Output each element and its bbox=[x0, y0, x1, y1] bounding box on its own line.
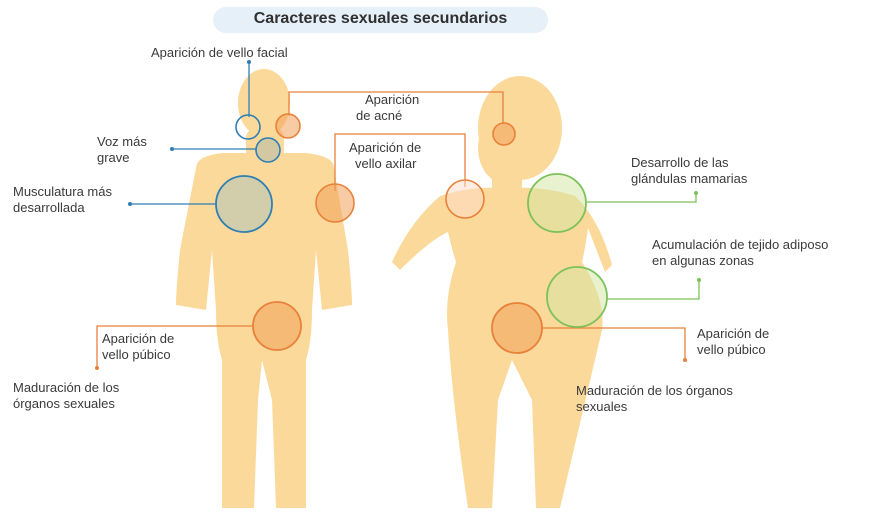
male-throat-circle bbox=[256, 138, 280, 162]
label-female-pubic-line2: vello púbico bbox=[697, 342, 766, 358]
label-adipose-line1: Acumulación de tejido adiposo bbox=[652, 237, 828, 253]
label-male-pubic-line1: Aparición de bbox=[102, 331, 174, 347]
male-face-acne-circle bbox=[276, 114, 300, 138]
female-breast-circle bbox=[528, 174, 586, 232]
label-female-pubic-line1: Aparición de bbox=[697, 326, 769, 342]
label-muscle-line1: Musculatura más bbox=[13, 184, 112, 200]
label-male-organs-line1: Maduración de los bbox=[13, 380, 119, 396]
label-deeper-voice-line2: grave bbox=[97, 150, 130, 166]
line-breasts bbox=[587, 193, 696, 202]
label-axillary-line1: Aparición de bbox=[349, 140, 421, 156]
female-pubic-circle bbox=[492, 303, 542, 353]
label-female-organs-line1: Maduración de los órganos bbox=[576, 383, 733, 399]
label-acne-line2: de acné bbox=[356, 108, 402, 124]
label-breasts-line2: glándulas mamarias bbox=[631, 171, 747, 187]
label-male-pubic-line2: vello púbico bbox=[102, 347, 171, 363]
label-acne-line1: Aparición bbox=[365, 92, 419, 108]
label-axillary-line2: vello axilar bbox=[355, 156, 416, 172]
label-female-organs-line2: sexuales bbox=[576, 399, 627, 415]
male-armpit-circle bbox=[316, 184, 354, 222]
label-deeper-voice-line1: Voz más bbox=[97, 134, 147, 150]
male-chest-circle bbox=[216, 176, 272, 232]
label-breasts-line1: Desarrollo de las bbox=[631, 155, 729, 171]
label-adipose-line2: en algunas zonas bbox=[652, 253, 754, 269]
female-face-acne-circle bbox=[493, 123, 515, 145]
male-pubic-circle bbox=[253, 302, 301, 350]
male-silhouette bbox=[176, 69, 352, 508]
label-muscle-line2: desarrollada bbox=[13, 200, 85, 216]
line-adipose bbox=[607, 280, 699, 299]
female-hip-circle bbox=[547, 267, 607, 327]
label-facial-hair: Aparición de vello facial bbox=[151, 45, 288, 61]
label-male-organs-line2: órganos sexuales bbox=[13, 396, 115, 412]
female-armpit-circle bbox=[446, 180, 484, 218]
